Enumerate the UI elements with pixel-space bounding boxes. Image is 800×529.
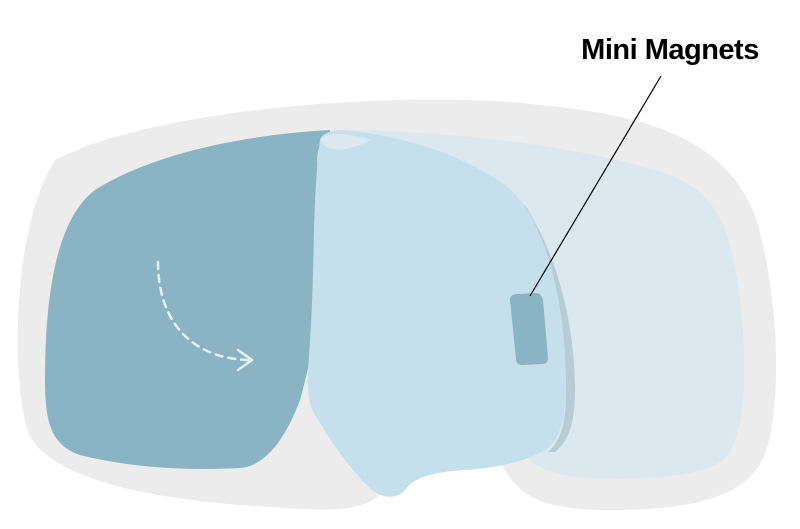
callout-leader-line (529, 75, 662, 297)
curved-dashed-arrow-icon (156, 260, 254, 372)
swap-lens (307, 130, 566, 497)
mini-magnets-label: Mini Magnets (581, 34, 759, 66)
swap-lens-curl-inner (320, 134, 372, 150)
dark-lens (45, 130, 330, 469)
mini-magnet (510, 293, 548, 365)
